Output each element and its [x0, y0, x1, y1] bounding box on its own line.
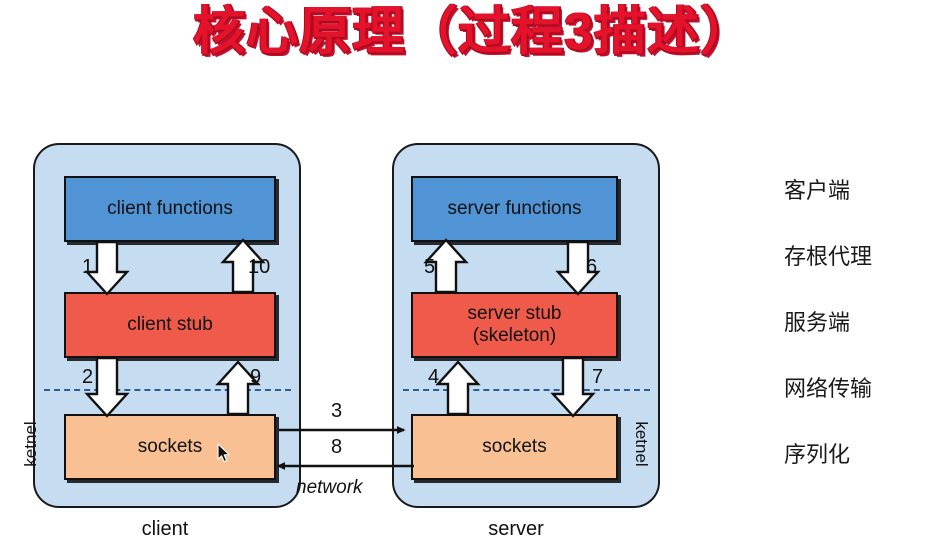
- step-label-5: 5: [424, 256, 436, 278]
- annotation-item-stub: 存根代理: [784, 244, 873, 269]
- client-stub-box: client stub: [64, 292, 276, 358]
- step-label-1: 1: [82, 256, 94, 278]
- server-caption: server: [488, 518, 544, 540]
- annotation-item-serialize: 序列化: [784, 442, 851, 467]
- annotation-list: 客户端 存根代理 服务端 网络传输 序列化: [784, 180, 944, 510]
- server-sockets-box: sockets: [411, 414, 618, 480]
- client-kernel-label: ketnel: [21, 421, 40, 467]
- step-label-3: 3: [331, 400, 343, 422]
- server-stub-line1: server stub: [467, 303, 562, 324]
- server-kernel-divider: [403, 389, 650, 391]
- server-kernel-label: ketnel: [632, 421, 651, 467]
- step-label-8: 8: [331, 436, 343, 458]
- step-label-4: 4: [428, 366, 440, 388]
- annotation-item-network: 网络传输: [784, 376, 873, 401]
- client-kernel-divider: [44, 389, 291, 391]
- step-label-10: 10: [248, 256, 271, 278]
- server-stub-line2: (skeleton): [472, 325, 557, 346]
- server-functions-box: server functions: [411, 176, 618, 242]
- mouse-pointer-icon: [217, 443, 230, 463]
- step-label-7: 7: [592, 366, 604, 388]
- annotation-item-client: 客户端: [784, 178, 851, 203]
- server-stub-box: server stub (skeleton): [411, 292, 618, 358]
- client-caption: client: [141, 518, 189, 540]
- step-label-2: 2: [82, 366, 94, 388]
- client-sockets-box: sockets: [64, 414, 276, 480]
- annotation-item-server: 服务端: [784, 310, 851, 335]
- page-title: 核心原理（过程3描述）: [193, 3, 753, 61]
- network-label: network: [296, 477, 363, 498]
- step-label-9: 9: [250, 366, 262, 388]
- client-functions-box: client functions: [64, 176, 276, 242]
- step-label-6: 6: [586, 256, 598, 278]
